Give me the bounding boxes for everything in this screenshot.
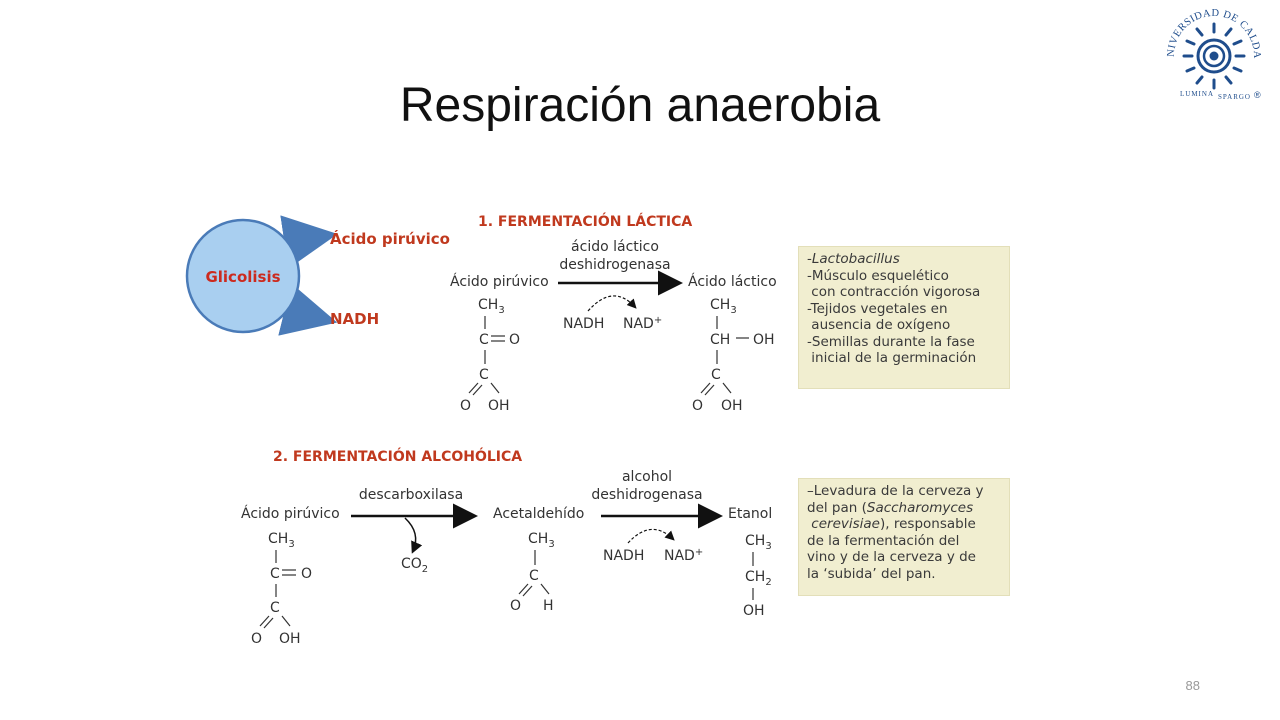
- glycolysis-label: Glicolisis: [205, 268, 280, 286]
- svg-text:C: C: [479, 332, 489, 348]
- svg-text:O: O: [301, 566, 312, 582]
- svg-text:O: O: [460, 398, 471, 414]
- lactic-info-line: inicial de la germinación: [811, 350, 977, 366]
- lactic-info-box: -Lactobacillus -Músculo esquelético con …: [798, 246, 1010, 389]
- alcoholic-enzyme2-line1: alcohol: [622, 469, 672, 485]
- alcoholic-info-line: la ‘subida’ del pan.: [807, 565, 936, 582]
- lactic-fermentation: 1. FERMENTACIÓN LÁCTICA Ácido pirúvico á…: [450, 212, 777, 414]
- alcoholic-fermentation: 2. FERMENTACIÓN ALCOHÓLICA Ácido pirúvic…: [241, 447, 772, 647]
- svg-text:CH3: CH3: [710, 297, 737, 316]
- alcoholic-ethanol-structure: CH3 CH2 OH: [743, 533, 772, 619]
- lactic-info-line: -Músculo esquelético: [807, 267, 949, 284]
- svg-text:C: C: [529, 568, 539, 584]
- lactic-cofactor-in: NADH: [563, 316, 604, 332]
- lactic-info-line: con contracción vigorosa: [811, 284, 981, 300]
- svg-text:O: O: [510, 598, 521, 614]
- svg-text:CH3: CH3: [745, 533, 772, 552]
- alcoholic-cofactor-in: NADH: [603, 548, 644, 564]
- svg-text:CH3: CH3: [268, 531, 295, 550]
- lactic-info-line: -Semillas durante la fase: [807, 333, 975, 350]
- lactic-cofactor-out: NAD+: [623, 315, 662, 332]
- svg-text:OH: OH: [279, 631, 301, 647]
- svg-text:C: C: [270, 600, 280, 616]
- university-logo: UNIVERSIDAD DE CALDAS LUMINA SPARGO ®: [1160, 2, 1262, 101]
- svg-text:H: H: [543, 598, 554, 614]
- alcoholic-byproduct: CO2: [401, 556, 428, 575]
- slide-title: Respiración anaerobia: [399, 79, 881, 132]
- alcoholic-product: Etanol: [728, 506, 772, 522]
- glycolysis-block: Glicolisis Ácido pirúvico NADH: [185, 215, 450, 336]
- logo-arc-text: UNIVERSIDAD DE CALDAS: [1160, 2, 1262, 59]
- svg-text:CH: CH: [710, 332, 730, 348]
- alcoholic-info-line: –Levadura de la cerveza y: [807, 483, 984, 499]
- lactic-cofactor-arrow: [587, 295, 637, 312]
- alcoholic-acetaldehyde-structure: CH3 C O H: [510, 531, 555, 614]
- svg-text:O: O: [509, 332, 520, 348]
- alcoholic-enzyme1: descarboxilasa: [359, 487, 463, 503]
- logo-sun-icon: [1182, 22, 1246, 90]
- lactic-enzyme-line1: ácido láctico: [571, 239, 659, 255]
- alcoholic-info-line: cerevisiae), responsable: [811, 516, 976, 532]
- svg-text:C: C: [711, 367, 721, 383]
- alcoholic-info-line: del pan (Saccharomyces: [807, 499, 974, 516]
- diagram-canvas: Glicolisis Ácido pirúvico NADH 1. FERMEN…: [185, 212, 777, 647]
- logo-motto-right: SPARGO: [1218, 93, 1251, 101]
- lactic-pyruvate-structure: CH3 C O C O OH: [460, 297, 520, 414]
- logo-registered-mark: ®: [1254, 90, 1261, 100]
- lactic-substrate: Ácido pirúvico: [450, 273, 549, 290]
- alcoholic-heading: 2. FERMENTACIÓN ALCOHÓLICA: [273, 447, 522, 465]
- svg-text:C: C: [270, 566, 280, 582]
- svg-text:OH: OH: [721, 398, 743, 414]
- alcoholic-info-line: de la fermentación del: [807, 532, 960, 549]
- glycolysis-output-nadh: NADH: [330, 310, 379, 328]
- lactic-info-line: -Tejidos vegetales en: [807, 300, 948, 317]
- alcoholic-substrate: Ácido pirúvico: [241, 505, 340, 522]
- alcoholic-co2-release-arrow: [404, 517, 423, 554]
- svg-text:OH: OH: [488, 398, 510, 414]
- lactic-enzyme-line2: deshidrogenasa: [559, 257, 670, 273]
- svg-text:CH3: CH3: [478, 297, 505, 316]
- alcoholic-info-line: vino y de la cerveza y de: [807, 549, 976, 565]
- alcoholic-pyruvate-structure: CH3 C O C O OH: [251, 531, 312, 647]
- lactic-lactate-structure: CH3 CH OH C O OH: [692, 297, 775, 414]
- alcoholic-cofactor-out: NAD+: [664, 547, 703, 564]
- lactic-info-line: ausencia de oxígeno: [811, 317, 951, 333]
- alcoholic-cofactor-arrow: [627, 528, 675, 544]
- logo-motto-left: LUMINA: [1180, 90, 1214, 98]
- alcoholic-enzyme2-line2: deshidrogenasa: [591, 487, 702, 503]
- svg-text:C: C: [479, 367, 489, 383]
- lactic-heading: 1. FERMENTACIÓN LÁCTICA: [478, 212, 692, 230]
- svg-text:CH2: CH2: [745, 569, 772, 588]
- svg-text:OH: OH: [753, 332, 775, 348]
- alcoholic-intermediate: Acetaldehído: [493, 506, 584, 522]
- svg-text:OH: OH: [743, 603, 765, 619]
- lactic-info-line: -Lactobacillus: [807, 251, 900, 267]
- svg-text:O: O: [692, 398, 703, 414]
- glycolysis-output-pyruvate: Ácido pirúvico: [330, 229, 450, 248]
- svg-text:O: O: [251, 631, 262, 647]
- glycolysis-circle: [185, 218, 301, 334]
- lactic-product: Ácido láctico: [688, 273, 777, 290]
- page-number: 88: [1185, 678, 1200, 693]
- fermentation-diagram: Glicolisis Ácido pirúvico NADH 1. FERMEN…: [173, 183, 1023, 648]
- svg-text:CH3: CH3: [528, 531, 555, 550]
- alcoholic-info-box: –Levadura de la cerveza y del pan (Sacch…: [798, 478, 1010, 596]
